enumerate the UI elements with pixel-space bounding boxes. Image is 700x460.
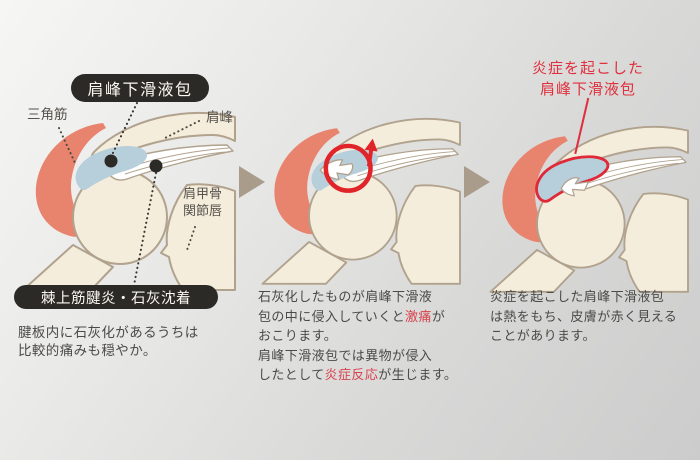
label-glenoid-line2: 関節唇 <box>183 203 223 219</box>
label-deltoid: 三角筋 <box>27 107 68 123</box>
callout-tendinitis-calcium-label: 棘上筋腱炎・石灰沈着 <box>41 290 191 307</box>
label-glenoid-line1: 肩甲骨 <box>183 187 223 202</box>
body-text-run: 比較的痛みも穏やか。 <box>18 343 157 359</box>
callout-subacromial-bursa-label: 肩峰下滑液包 <box>87 80 193 99</box>
panel3-description: 炎症を起こした肩峰下滑液包は熱をもち、皮膚が赤く見えることがあります。 <box>490 288 695 347</box>
body-text-run: は熱をもち、皮膚が赤く見える <box>490 309 678 325</box>
body-text-run: したとして <box>258 368 325 383</box>
panel3-shoulder-illustration <box>489 97 689 293</box>
leader-line-deltoid <box>58 127 76 164</box>
emphasis-red-text: 炎症反応 <box>324 368 379 383</box>
next-step-arrow-icon <box>464 166 490 198</box>
body-text-run: 炎症を起こした肩峰下滑液包 <box>490 290 665 305</box>
callout-tendinitis-calcium: 棘上筋腱炎・石灰沈着 <box>14 285 218 309</box>
bursa-marker-dot <box>104 154 118 168</box>
body-text-run: が生じます。 <box>378 368 458 383</box>
body-text-run: ことがあります。 <box>490 329 596 344</box>
leader-line-acromion <box>164 120 200 139</box>
label-inflamed-bursa: 炎症を起こした 肩峰下滑液包 <box>512 58 664 100</box>
label-inflamed-bursa-line2: 肩峰下滑液包 <box>539 80 636 98</box>
emphasis-red-text: 激痛 <box>405 309 432 325</box>
leader-line-glenoid <box>185 226 196 254</box>
label-inflamed-bursa-line1: 炎症を起こした <box>531 59 644 77</box>
panel1-caption: 腱板内に石灰化があるうちは比較的痛みも穏やか。 <box>18 324 228 360</box>
intrusion-up-arrow-icon <box>364 138 378 167</box>
body-text-run: 肩峰下滑液包では異物が侵入 <box>258 348 433 364</box>
body-text-run: が <box>431 309 446 325</box>
body-text-run: 石灰化したものが肩峰下滑液 <box>258 290 433 305</box>
highlight-red-circle <box>323 143 373 193</box>
calcium-marker-dot <box>149 159 163 173</box>
panel2-shoulder-illustration <box>261 117 461 285</box>
label-acromion: 肩峰 <box>206 110 233 126</box>
label-glenoid: 肩甲骨 関節唇 <box>183 187 222 220</box>
callout-subacromial-bursa: 肩峰下滑液包 <box>71 74 209 102</box>
red-leader-line <box>574 97 590 155</box>
leader-line-bursa <box>110 102 138 158</box>
body-text-run: おこります。 <box>258 329 338 344</box>
calcification-shape <box>560 177 589 197</box>
body-text-run: 包の中に侵入していくと <box>258 309 406 325</box>
panel2-description: 石灰化したものが肩峰下滑液包の中に侵入していくと激痛がおこります。肩峰下滑液包で… <box>258 288 463 386</box>
leader-line-calcium <box>133 172 157 286</box>
panel1-shoulder-illustration <box>22 102 236 291</box>
next-step-arrow-icon <box>239 166 265 198</box>
body-text-run: 腱板内に石灰化があるうちは <box>18 325 199 341</box>
